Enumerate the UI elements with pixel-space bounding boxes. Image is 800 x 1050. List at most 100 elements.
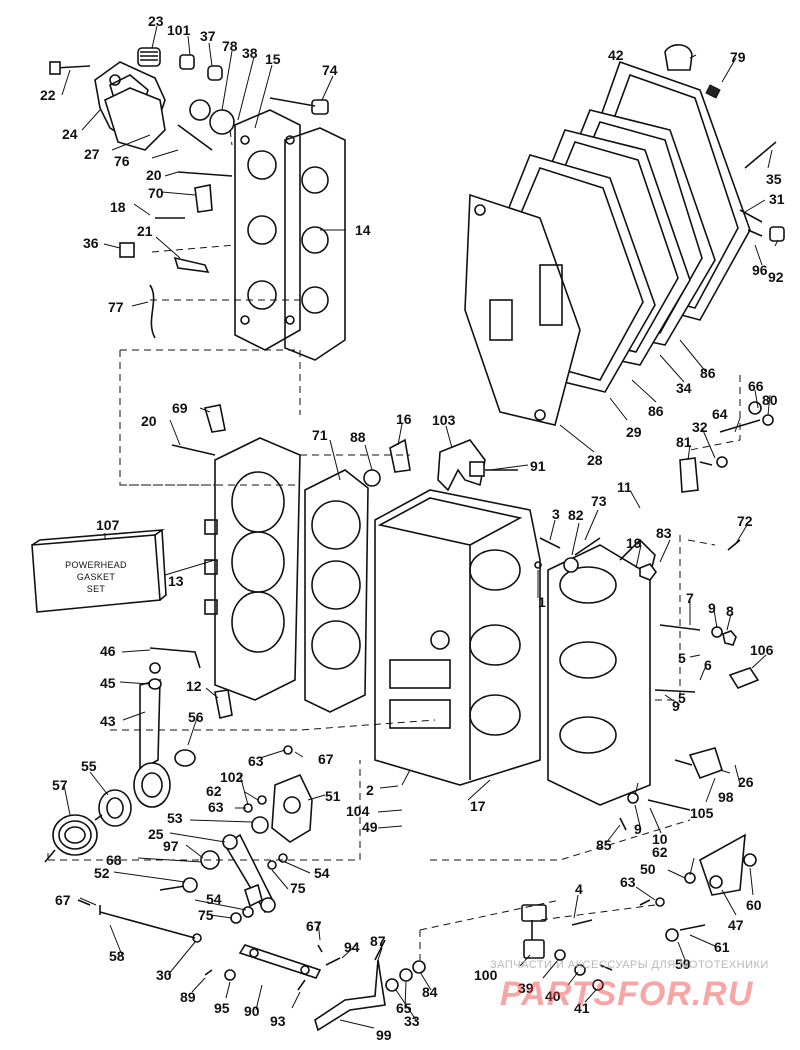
part-number-labels: 1 2 3 4 5 5 6 7 8 9 9 9 10 11 12 13 14 1…: [40, 13, 785, 1043]
kit-line-2: GASKET: [77, 572, 116, 582]
cylinder-head-gasket: [284, 127, 346, 361]
part-label-4: 4: [575, 881, 583, 897]
part-label-10: 10: [652, 831, 668, 847]
part-label-65: 65: [396, 1000, 412, 1016]
part-label-85: 85: [596, 837, 612, 853]
watermark-caption: ЗАПЧАСТИ И АКСЕССУАРЫ ДЛЯ МОТОТЕХНИКИ: [490, 959, 769, 971]
part-label-86: 86: [648, 403, 664, 419]
part-label-18: 18: [110, 199, 126, 215]
part-label-68: 68: [106, 852, 122, 868]
part-label-78: 78: [222, 38, 238, 54]
part-label-67: 67: [318, 751, 334, 767]
part-label-5: 5: [678, 690, 686, 706]
spring-57: [44, 814, 103, 863]
head-gasket: [304, 469, 369, 713]
cylinder-block: [374, 489, 541, 786]
part-label-14: 14: [355, 222, 371, 238]
part-label-97: 97: [163, 838, 179, 854]
part-label-45: 45: [100, 675, 116, 691]
part-label-92: 92: [768, 269, 784, 285]
part-label-88: 88: [350, 429, 366, 445]
part-label-103: 103: [432, 412, 456, 428]
part-label-38: 38: [242, 45, 258, 61]
part-label-43: 43: [100, 713, 116, 729]
part-label-73: 73: [591, 493, 607, 509]
part-label-95: 95: [214, 1000, 230, 1016]
part-label-63: 63: [248, 753, 264, 769]
part-label-54: 54: [314, 865, 330, 881]
part-label-24: 24: [62, 126, 78, 142]
part-label-64: 64: [712, 406, 728, 422]
part-label-55: 55: [81, 758, 97, 774]
part-label-9: 9: [634, 821, 642, 837]
part-label-96: 96: [752, 262, 768, 278]
part-label-52: 52: [94, 865, 110, 881]
part-label-13: 13: [168, 573, 184, 589]
part-label-93: 93: [270, 1013, 286, 1029]
part-label-66: 66: [748, 378, 764, 394]
part-label-89: 89: [180, 989, 196, 1005]
part-label-99: 99: [376, 1027, 392, 1043]
part-label-67: 67: [306, 918, 322, 934]
part-label-17: 17: [470, 798, 486, 814]
part-label-20: 20: [146, 167, 162, 183]
part-label-58: 58: [109, 948, 125, 964]
part-label-31: 31: [769, 191, 785, 207]
leader-lines: [61, 25, 779, 1029]
part-label-41: 41: [574, 1000, 590, 1016]
part-label-5: 5: [678, 650, 686, 666]
part-label-60: 60: [746, 897, 762, 913]
part-label-105: 105: [690, 805, 714, 821]
part-label-100: 100: [474, 967, 498, 983]
part-label-101: 101: [167, 22, 191, 38]
part-label-16: 16: [396, 411, 412, 427]
part-label-63: 63: [208, 799, 224, 815]
part-label-94: 94: [344, 939, 360, 955]
part-label-56: 56: [188, 709, 204, 725]
part-label-12: 12: [186, 678, 202, 694]
part-label-82: 82: [568, 507, 584, 523]
part-label-23: 23: [148, 13, 164, 29]
part-label-76: 76: [114, 153, 130, 169]
kit-line-3: SET: [87, 584, 106, 594]
cylinder-head-cover: [234, 109, 301, 351]
gasket-kit-box: 107 POWERHEAD GASKET SET: [31, 517, 167, 613]
part-label-49: 49: [362, 819, 378, 835]
part-label-87: 87: [370, 933, 386, 949]
part-label-57: 57: [52, 777, 68, 793]
part-label-84: 84: [422, 984, 438, 1000]
part-label-72: 72: [737, 513, 753, 529]
part-label-3: 3: [552, 506, 560, 522]
cylinder-head: [204, 437, 301, 701]
part-label-62: 62: [652, 844, 668, 860]
part-label-75: 75: [198, 907, 214, 923]
part-label-98: 98: [718, 789, 734, 805]
part-label-46: 46: [100, 643, 116, 659]
part-label-8: 8: [726, 603, 734, 619]
part-label-29: 29: [626, 424, 642, 440]
crankcase: [547, 538, 656, 806]
part-label-15: 15: [265, 51, 281, 67]
part-label-61: 61: [714, 939, 730, 955]
part-label-51: 51: [325, 788, 341, 804]
part-label-86: 86: [700, 365, 716, 381]
part-label-7: 7: [686, 590, 694, 606]
part-label-83: 83: [656, 525, 672, 541]
part-label-79: 79: [730, 49, 746, 65]
watermark: ЗАПЧАСТИ И АКСЕССУАРЫ ДЛЯ МОТОТЕХНИКИ PA…: [490, 959, 769, 1013]
part-label-33: 33: [404, 1013, 420, 1029]
part-label-59: 59: [675, 956, 691, 972]
part-label-40: 40: [545, 988, 561, 1004]
thermostat-cover-assembly: [49, 47, 235, 151]
part-label-104: 104: [346, 803, 370, 819]
part-label-19: 19: [626, 535, 642, 551]
part-label-47: 47: [728, 917, 744, 933]
part-label-70: 70: [148, 185, 164, 201]
part-label-9: 9: [708, 600, 716, 616]
part-label-74: 74: [322, 62, 338, 78]
part-label-69: 69: [172, 400, 188, 416]
part-label-39: 39: [518, 980, 534, 996]
part-label-27: 27: [84, 146, 100, 162]
kit-line-1: POWERHEAD: [65, 560, 127, 570]
part-label-6: 6: [704, 657, 712, 673]
